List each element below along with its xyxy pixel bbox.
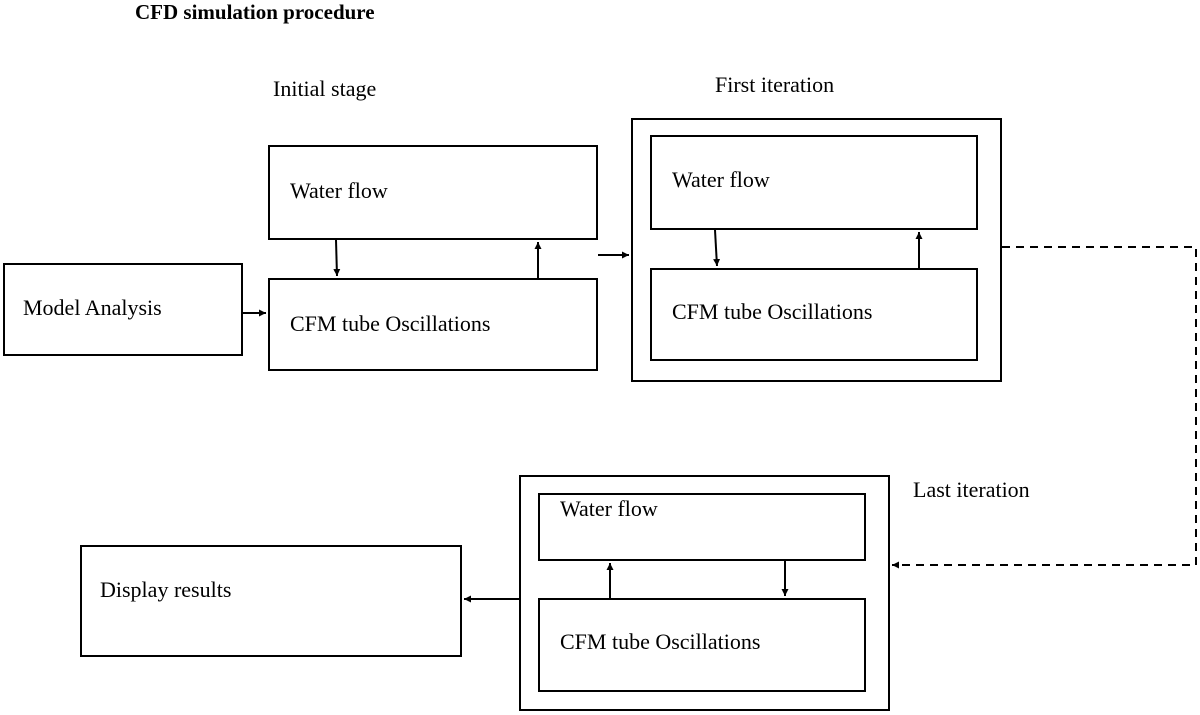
model-analysis-text: Model Analysis — [23, 295, 162, 320]
initial-water-flow-text: Water flow — [290, 178, 388, 203]
last-iteration-label: Last iteration — [913, 477, 1030, 502]
first-tube-box: CFM tube Oscillations — [650, 268, 978, 361]
first-water-flow-text: Water flow — [672, 167, 770, 192]
last-iteration-frame — [519, 475, 890, 711]
display-results-box: Display results — [80, 545, 462, 657]
first-water-flow-box: Water flow — [650, 135, 978, 230]
last-water-flow-box: Water flow — [538, 493, 866, 561]
display-results-text: Display results — [100, 577, 232, 602]
first-iteration-label: First iteration — [715, 72, 835, 97]
diagram-title: CFD simulation procedure — [135, 0, 375, 24]
last-tube-box: CFM tube Oscillations — [538, 598, 866, 692]
first-tube-text: CFM tube Oscillations — [672, 299, 873, 324]
last-tube-text: CFM tube Oscillations — [560, 629, 761, 654]
arrow-initial-down — [333, 239, 341, 277]
initial-tube-text: CFM tube Oscillations — [290, 311, 491, 336]
initial-stage-label: Initial stage — [273, 76, 377, 101]
last-water-flow-text: Water flow — [560, 496, 658, 521]
initial-tube-box: CFM tube Oscillations — [268, 278, 598, 371]
model-analysis-box: Model Analysis — [3, 263, 243, 356]
initial-water-flow-box: Water flow — [268, 145, 598, 240]
